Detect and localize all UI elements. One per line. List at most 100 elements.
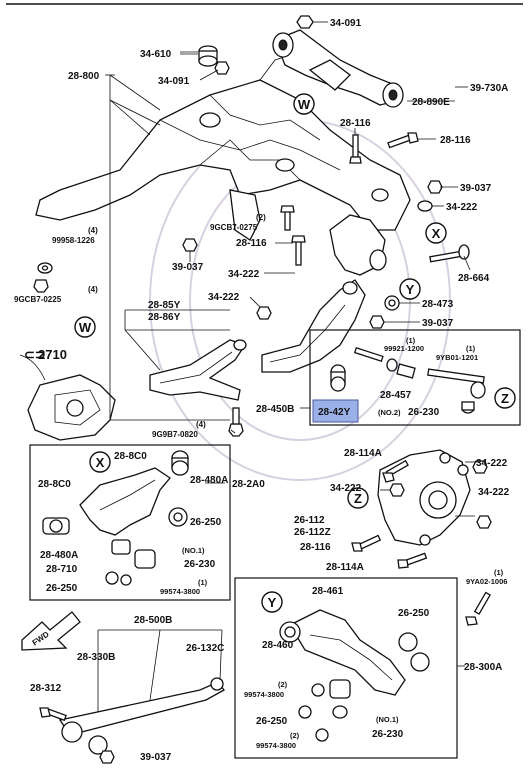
forward-arrow <box>21 611 81 651</box>
leader-lines <box>105 53 478 667</box>
washer-34-222-mid <box>249 296 272 320</box>
label-28-86y: 28-86Y <box>148 312 181 323</box>
inset-box-28-300a <box>234 577 458 759</box>
label-28-461: 28-461 <box>312 586 344 597</box>
bolt-28-114a-top <box>382 459 409 483</box>
label-9gcb7-0225: 9GCB7-0225 <box>14 295 62 304</box>
label-99574-c: 99574-3800 <box>256 741 296 750</box>
bushing-26-230-no1 <box>134 549 156 569</box>
bushing-26-230-no2 <box>461 401 475 414</box>
label-28-300a: 28-300A <box>464 662 502 673</box>
label-28-457: 28-457 <box>380 390 412 401</box>
label-28-480a-top: 28-480A <box>190 475 228 486</box>
nut-39-037-mid <box>369 315 385 329</box>
label-qty-2-a: (2) <box>256 213 266 222</box>
bolt-9ya02-1006 <box>465 591 491 626</box>
bolt-28-312 <box>39 707 67 722</box>
label-9yb01-1201: 9YB01-1201 <box>436 353 478 362</box>
label-39-037-b: 39-037 <box>172 262 204 273</box>
label-28-2a0: 28-2A0 <box>232 479 265 490</box>
label-qty-1-b: (1) <box>466 344 476 353</box>
svg-text:⊂⊃: ⊂⊃ <box>24 347 46 362</box>
label-99958-1226: 99958-1226 <box>52 236 95 245</box>
label-28-42y: 28-42Y <box>318 407 351 418</box>
nut-39-037-bottom <box>99 750 115 764</box>
callout-w-left: W <box>74 316 96 338</box>
label-26-230-c: 26-230 <box>372 729 404 740</box>
hub-bracket-upper <box>329 214 387 276</box>
label-28-116-c: 28-116 <box>236 238 267 249</box>
label-34-222-c: 34-222 <box>208 292 240 303</box>
label-9ya02-1006: 9YA02-1006 <box>466 577 507 586</box>
lower-arm-28-461 <box>289 609 406 696</box>
washers-99574-lower <box>298 683 329 742</box>
bolt-28-116-mid <box>275 235 306 266</box>
label-26-230-b: 26-230 <box>184 559 216 570</box>
lateral-link-28-500b <box>58 677 225 755</box>
label-28-114a-top: 28-114A <box>344 448 382 459</box>
callout-x-box: X <box>89 451 111 473</box>
label-qty-2-c: (2) <box>290 731 300 740</box>
label-39-730a: 39-730A <box>470 83 508 94</box>
label-qty-4-c: (4) <box>196 420 206 429</box>
callout-y-box: Y <box>261 591 283 613</box>
bolt-28-664 <box>429 244 470 263</box>
rear-subframe <box>35 54 411 241</box>
svg-text:Y: Y <box>268 595 277 610</box>
nut-34-091-top <box>296 15 328 29</box>
label-qty-4-b: (4) <box>88 285 98 294</box>
label-39-037-c: 39-037 <box>422 318 454 329</box>
callout-z-knuckle: Z <box>347 487 369 509</box>
label-28-500b: 28-500B <box>134 615 172 626</box>
washer-26-250-left <box>105 571 132 586</box>
label-99574-b: 99574-3800 <box>244 690 284 699</box>
nut-39-037-left <box>182 238 198 262</box>
label-28-116-b: 28-116 <box>440 135 471 146</box>
label-28-664: 28-664 <box>458 273 490 284</box>
label-28-330b: 28-330B <box>77 652 115 663</box>
label-28-710: 28-710 <box>46 564 78 575</box>
label-28-890e: 28-890E <box>412 97 450 108</box>
label-26-250-d: 26-250 <box>256 716 288 727</box>
label-28-473: 28-473 <box>422 299 454 310</box>
label-qty-1-c: (1) <box>198 578 208 587</box>
rear-knuckle <box>377 449 471 546</box>
lower-control-arm-28-450b <box>261 279 366 373</box>
label-34-222-f: 34-222 <box>478 487 510 498</box>
label-qty-4-a: (4) <box>88 226 98 235</box>
differential-assembly-2710 <box>19 354 116 441</box>
label-28-116-a: 28-116 <box>340 118 371 129</box>
label-9gcb7-0275: 9GCB7-0275 <box>210 223 258 232</box>
toe-link-bolt <box>353 346 398 372</box>
label-no1-b: (NO.1) <box>376 715 399 724</box>
inset-box-28-2a0 <box>29 444 231 601</box>
bushing-28-480a-top <box>171 450 189 476</box>
label-26-112: 26-112 <box>294 515 325 526</box>
label-28-460: 28-460 <box>262 640 294 651</box>
label-39-037-a: 39-037 <box>460 183 492 194</box>
svg-text:W: W <box>79 320 92 335</box>
toe-adjust-rod <box>427 368 486 399</box>
label-9g9b7-0820: 9G9B7-0820 <box>152 430 198 439</box>
label-28-8c0-top: 28-8C0 <box>114 451 147 462</box>
nut-34-091-left <box>199 61 230 81</box>
washer-99958-1226 <box>37 262 53 274</box>
inset-box-28-42y <box>309 329 521 426</box>
label-26-230-a: 26-230 <box>408 407 440 418</box>
callout-x-right: X <box>425 222 447 244</box>
label-34-222-e: 34-222 <box>476 458 508 469</box>
washer-34-222-right <box>417 200 433 212</box>
bolt-9gcb7-0275 <box>280 205 295 231</box>
label-no1-a: (NO.1) <box>182 546 205 555</box>
label-qty-1-a: (1) <box>406 336 416 345</box>
bushing-26-250-lower-a <box>398 632 430 672</box>
part-labels: 34-091 34-610 28-800 34-091 39-730A 28-8… <box>14 18 510 763</box>
label-34-091-top: 34-091 <box>330 18 362 29</box>
label-qty-1-d: (1) <box>494 568 504 577</box>
label-34-610: 34-610 <box>140 49 172 60</box>
label-26-132c: 26-132C <box>186 643 224 654</box>
label-34-091-left: 34-091 <box>158 76 190 87</box>
svg-text:W: W <box>298 97 311 112</box>
label-no2: (NO.2) <box>378 408 401 417</box>
